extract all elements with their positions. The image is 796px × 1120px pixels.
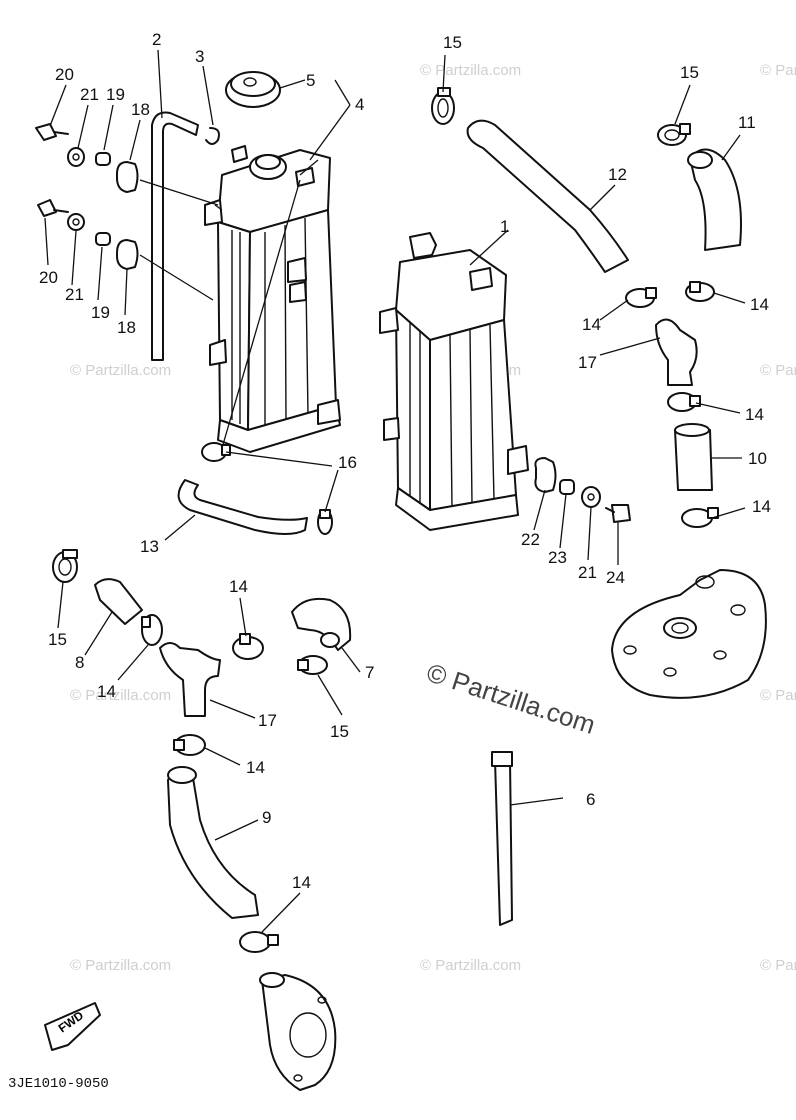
hose-11 (689, 148, 742, 251)
callout-15: 15 (330, 722, 349, 741)
clamp-14-lower-d (239, 931, 279, 953)
callout-17: 17 (578, 353, 597, 372)
watermark: © Partzilla.com (70, 687, 171, 704)
callout-18: 18 (117, 318, 136, 337)
callout-5: 5 (306, 71, 315, 90)
callout-22: 22 (521, 530, 540, 549)
clamp-14-right-c (667, 392, 701, 412)
callout-16: 16 (338, 453, 357, 472)
callout-13: 13 (140, 537, 159, 556)
callout-14: 14 (229, 577, 248, 596)
leader-lines (44, 49, 746, 933)
hose-10 (674, 429, 713, 491)
hose-8 (94, 578, 143, 625)
callout-2: 2 (152, 30, 161, 49)
tube-clip (205, 127, 220, 145)
callouts: 1 2 3 4 5 6 7 8 9 10 11 12 13 14 14 14 1… (39, 30, 771, 892)
callout-18: 18 (131, 100, 150, 119)
fitting-17-left (159, 642, 221, 717)
callout-14: 14 (752, 497, 771, 516)
callout-7: 7 (365, 663, 374, 682)
clamp-14-right-a (625, 287, 657, 308)
watermark: © Partzilla.com (420, 957, 521, 974)
callout-1: 1 (500, 217, 509, 236)
left-radiator (204, 145, 341, 453)
callout-4: 4 (355, 95, 364, 114)
hose-13 (177, 479, 308, 535)
mount-hardware-lower (37, 199, 139, 270)
callout-20: 20 (55, 65, 74, 84)
cable-tie-head (491, 751, 513, 767)
watermark: © Partzilla.com (70, 957, 171, 974)
overflow-tube (151, 111, 199, 361)
mount-hardware-right (534, 457, 631, 523)
mount-hardware-upper (35, 123, 139, 193)
clamp-14-lower-b (232, 633, 264, 660)
callout-8: 8 (75, 653, 84, 672)
callout-14: 14 (97, 682, 116, 701)
callout-14: 14 (745, 405, 764, 424)
radiator-cap (225, 71, 281, 108)
callout-9: 9 (262, 808, 271, 827)
clamp-15-top (431, 87, 455, 125)
callout-15: 15 (443, 33, 462, 52)
hose-11-end (687, 151, 713, 169)
callout-20: 20 (39, 268, 58, 287)
clamp-15-lower-mid (297, 655, 328, 675)
clamp-14-right-b (685, 281, 715, 302)
callout-21: 21 (65, 285, 84, 304)
cylinder-head (611, 569, 767, 699)
clamp-14-lower-a (141, 614, 163, 646)
callout-10: 10 (748, 449, 767, 468)
clamp-15-lower-left (52, 549, 78, 583)
callout-11: 11 (738, 113, 756, 132)
callout-6: 6 (586, 790, 595, 809)
callout-12: 12 (608, 165, 627, 184)
callout-3: 3 (195, 47, 204, 66)
water-pump-cover (259, 972, 337, 1091)
callout-17: 17 (258, 711, 277, 730)
callout-23: 23 (548, 548, 567, 567)
watermark: © Partzilla.com (760, 362, 796, 379)
fwd-arrow: FWD (44, 1002, 101, 1051)
callout-21: 21 (80, 85, 99, 104)
hose-9 (167, 768, 259, 919)
callout-14: 14 (246, 758, 265, 777)
watermark: © Partzilla.com (760, 957, 796, 974)
callout-21: 21 (578, 563, 597, 582)
watermark: © Partzilla.com (420, 62, 521, 79)
callout-14: 14 (582, 315, 601, 334)
watermark: © Partzilla.com (70, 362, 171, 379)
catalog-code: 3JE1010-9050 (8, 1076, 109, 1092)
callout-14: 14 (750, 295, 769, 314)
callout-19: 19 (91, 303, 110, 322)
callout-15: 15 (48, 630, 67, 649)
callout-19: 19 (106, 85, 125, 104)
assembly-lines-left (139, 179, 223, 301)
callout-14: 14 (292, 873, 311, 892)
callout-15: 15 (680, 63, 699, 82)
callout-24: 24 (606, 568, 625, 587)
clamp-14-lower-c (173, 734, 206, 756)
watermark-large: © Partzilla.com (423, 657, 599, 740)
cable-tie (494, 759, 513, 926)
right-radiator (379, 232, 529, 531)
watermark: © Partzilla.com (760, 687, 796, 704)
clamp-15-right (657, 123, 691, 146)
hose-12 (466, 119, 629, 273)
fitting-17-right (655, 318, 698, 386)
watermark: © Partzilla.com (760, 62, 796, 79)
